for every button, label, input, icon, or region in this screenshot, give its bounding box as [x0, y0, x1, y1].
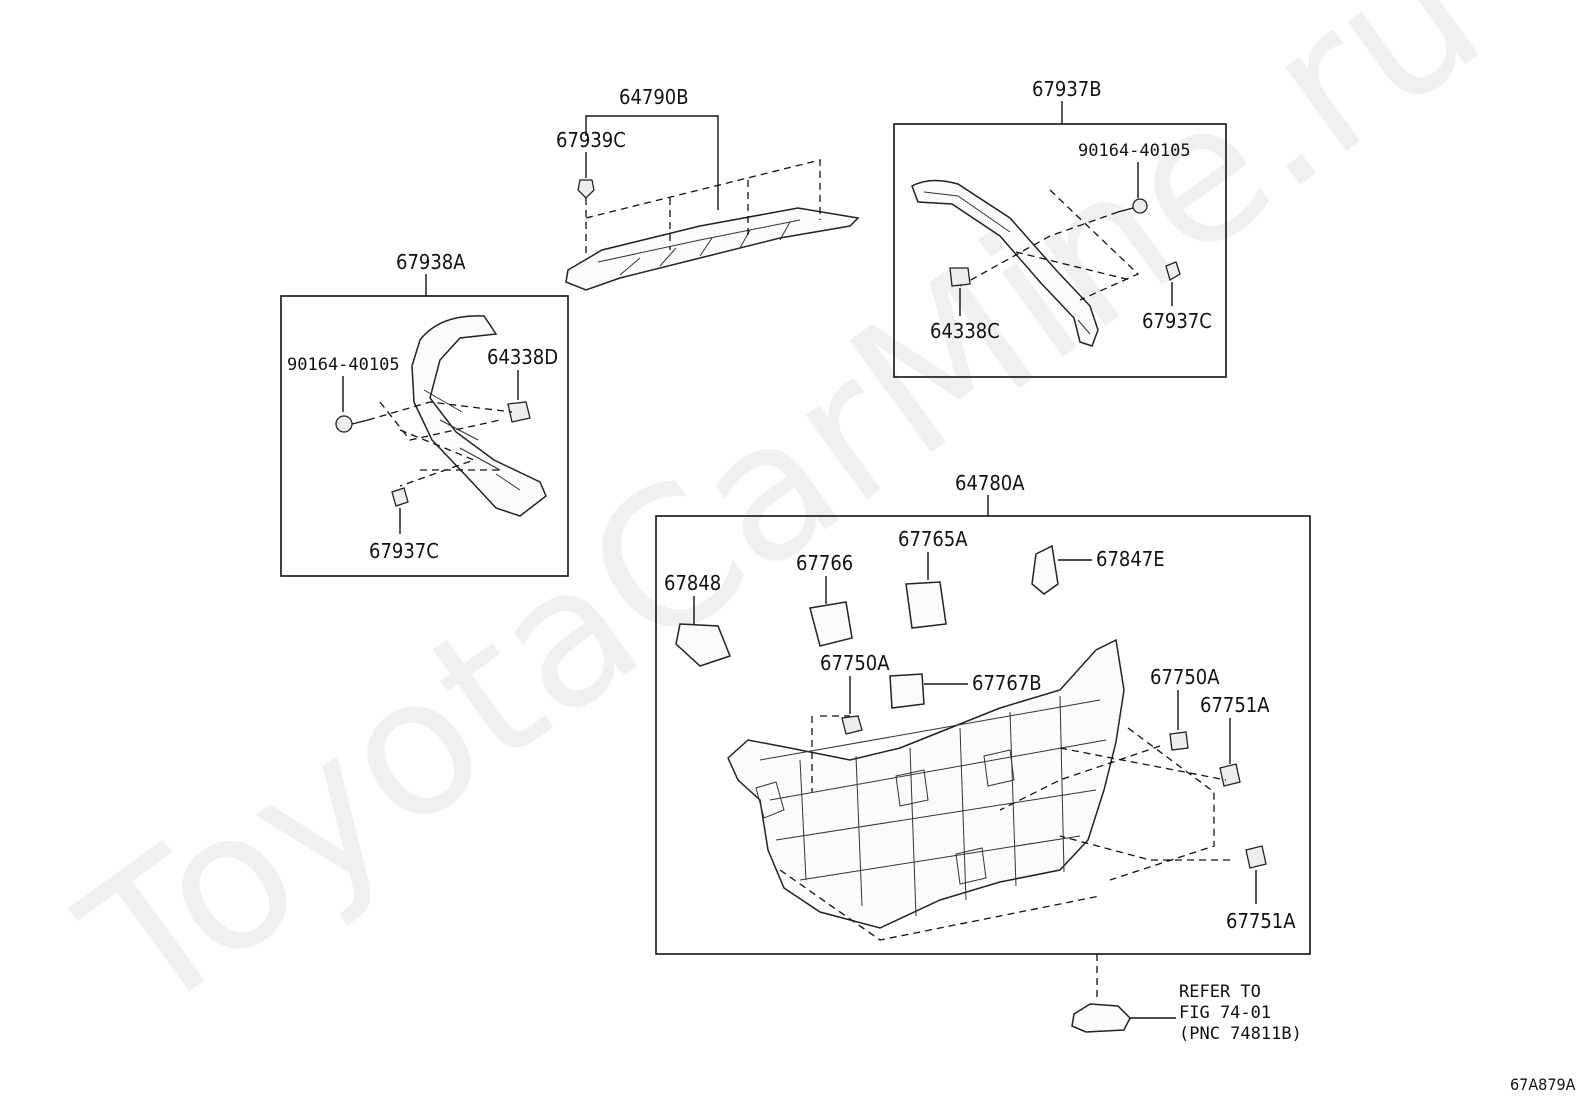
- bolt-right-icon: [1117, 198, 1148, 214]
- label-67766[interactable]: 67766: [796, 551, 853, 575]
- label-67751A-upper[interactable]: 67751A: [1200, 693, 1270, 717]
- part-67847E-icon: [1031, 544, 1059, 595]
- label-67767B[interactable]: 67767B: [972, 671, 1042, 695]
- label-67751A-lower[interactable]: 67751A: [1226, 909, 1296, 933]
- part-67767B-icon: [889, 673, 925, 709]
- pillar-67938A-icon: [411, 315, 547, 517]
- clip-64338D-icon: [507, 401, 531, 423]
- part-67848-icon: [675, 623, 731, 667]
- label-67937C-left[interactable]: 67937C: [369, 539, 439, 563]
- label-64338C[interactable]: 64338C: [930, 319, 1000, 343]
- box-64780A: [655, 515, 1311, 955]
- label-67848[interactable]: 67848: [664, 571, 721, 595]
- clip-67751A-upper-icon: [1219, 763, 1241, 787]
- dashed-guides-64790B: [585, 159, 821, 258]
- clip-67937C-right-icon: [1165, 261, 1181, 281]
- pillar-67937B-icon: [911, 179, 1099, 347]
- label-90164-40105-left[interactable]: 90164-40105: [287, 355, 400, 375]
- refer-section: REFER TO FIG 74-01 (PNC 74811B): [1071, 954, 1302, 1044]
- clip-67751A-lower-icon: [1245, 845, 1267, 869]
- refer-line-2[interactable]: FIG 74-01: [1179, 1003, 1271, 1023]
- clip-64338C-icon: [949, 267, 971, 287]
- dashed-guides-64780A: [779, 715, 1230, 941]
- group-67938A: 67938A 90164-40105 64338D 67937C: [280, 250, 569, 577]
- refer-line-1[interactable]: REFER TO: [1179, 982, 1261, 1002]
- part-67765A-icon: [905, 581, 947, 629]
- label-64780A[interactable]: 64780A: [955, 471, 1025, 495]
- clip-67937C-left-icon: [391, 487, 409, 507]
- label-67939C[interactable]: 67939C: [556, 128, 626, 152]
- label-67847E[interactable]: 67847E: [1096, 547, 1165, 571]
- label-67750A-right[interactable]: 67750A: [1150, 665, 1220, 689]
- label-67765A[interactable]: 67765A: [898, 527, 968, 551]
- bolt-left-icon: [335, 415, 369, 433]
- label-67938A[interactable]: 67938A: [396, 250, 466, 274]
- watermark: ToyotaCarMine.ru: [46, 0, 1520, 1057]
- refer-line-3[interactable]: (PNC 74811B): [1179, 1024, 1302, 1044]
- label-90164-40105-right[interactable]: 90164-40105: [1078, 141, 1191, 161]
- part-74811B-icon: [1071, 1003, 1131, 1033]
- part-67766-icon: [809, 601, 853, 647]
- label-67750A-left[interactable]: 67750A: [820, 651, 890, 675]
- label-64790B[interactable]: 64790B: [619, 85, 689, 109]
- figure-code: 67A879A: [1510, 1075, 1576, 1094]
- bracket-64790B: [585, 115, 719, 210]
- label-67937C-right[interactable]: 67937C: [1142, 309, 1212, 333]
- dashed-guides-67937B: [959, 189, 1140, 301]
- clip-67939C-icon: [577, 179, 595, 199]
- clip-67750A-left-icon: [841, 715, 863, 735]
- box-67937B: [893, 123, 1227, 378]
- group-64780A: 64780A 67848 67766 67765A 67847E 67750A …: [655, 471, 1311, 955]
- clip-67750A-right-icon: [1169, 731, 1189, 751]
- box-67938A: [280, 295, 569, 577]
- label-64338D[interactable]: 64338D: [487, 345, 558, 369]
- group-64790B: 64790B 67939C: [556, 85, 860, 291]
- label-67937B[interactable]: 67937B: [1032, 77, 1102, 101]
- dashed-guides-67938A: [367, 401, 513, 487]
- group-67937B: 67937B 90164-40105 64338C 67937C: [893, 77, 1227, 378]
- trim-64790B-icon: [565, 207, 860, 291]
